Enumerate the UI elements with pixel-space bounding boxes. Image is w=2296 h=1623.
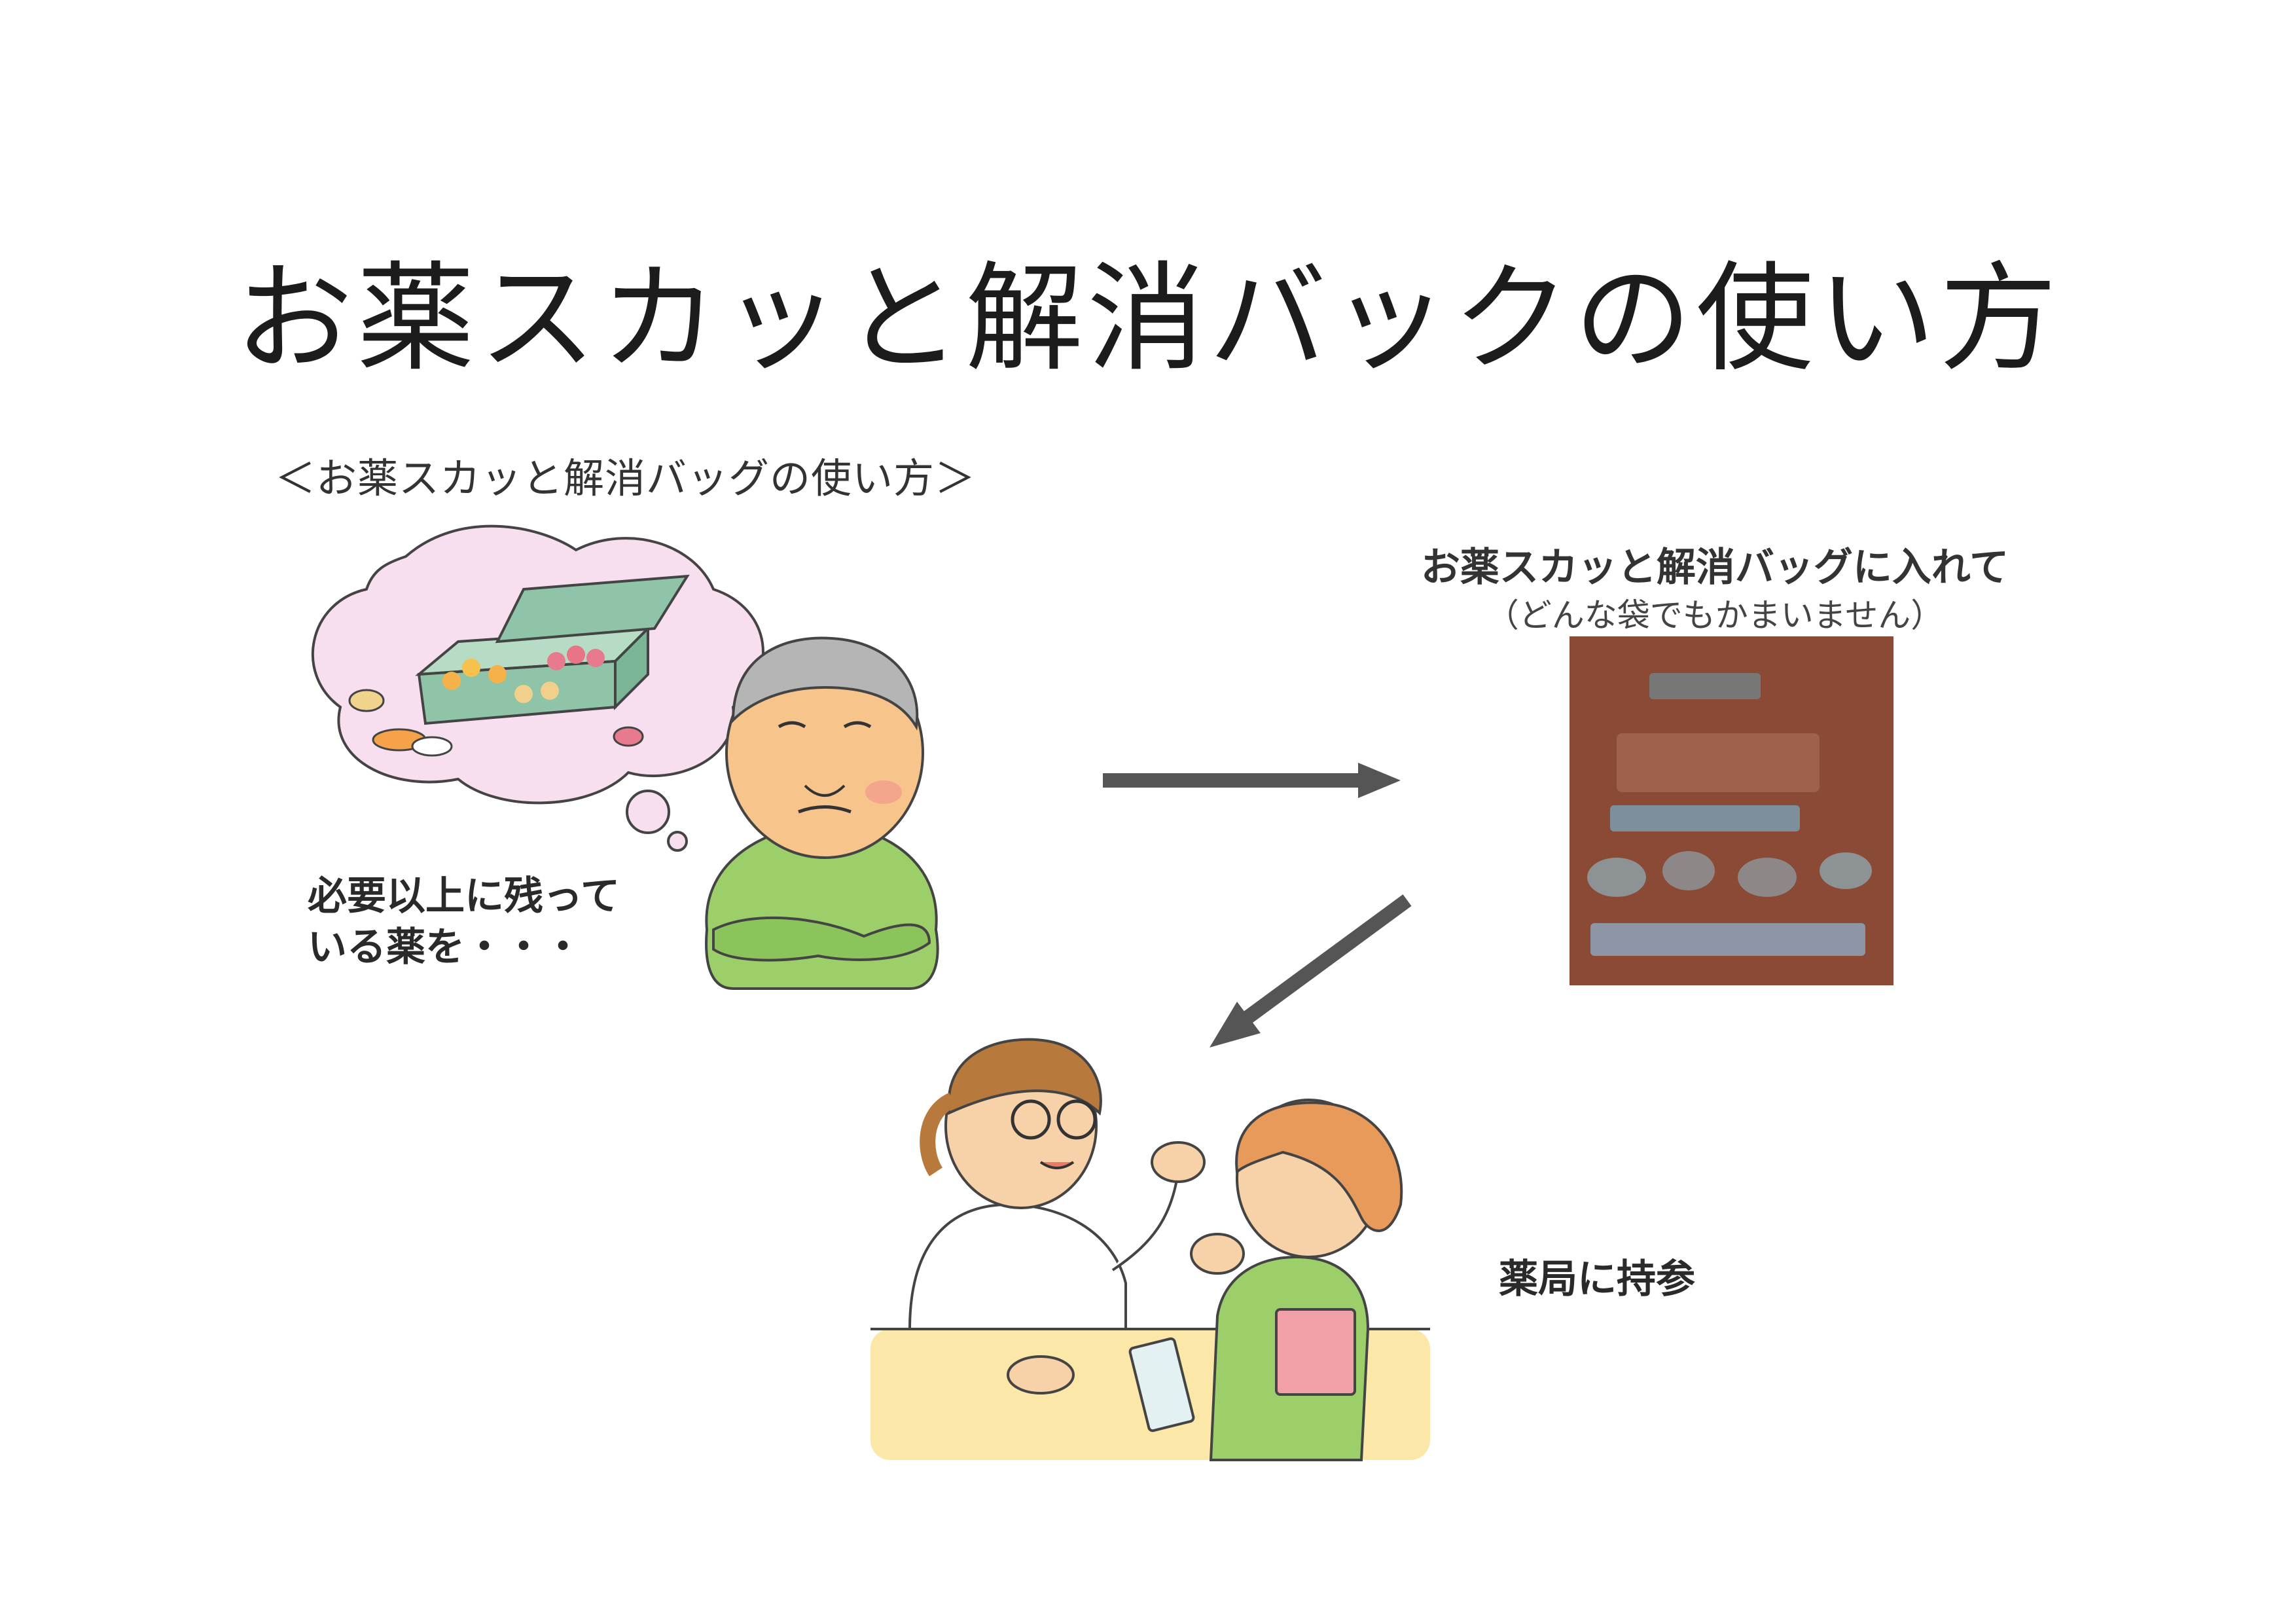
pharmacy-step-label: 薬局に持参 [1499, 1256, 1695, 1302]
bag-step-label: お薬スカッと解消バッグに入れて [1420, 545, 2009, 591]
arrow-down-left-icon [1210, 894, 1412, 1048]
customer-illustration [1128, 1099, 1403, 1461]
arrow-right-icon [1103, 763, 1401, 798]
pill-box-icon [348, 574, 690, 757]
leftover-caption-line-1: 必要以上に残って [308, 873, 620, 919]
medicine-bag-photo [1570, 636, 1893, 985]
page-title: お薬スカッと解消バックの使い方 [234, 251, 2061, 388]
elderly-man-illustration [705, 636, 939, 990]
pharmacist-illustration [908, 1038, 1206, 1395]
section-subtitle: ＜お薬スカッと解消バッグの使い方＞ [275, 454, 977, 502]
bag-step-note: （どんな袋でもかまいません） [1486, 596, 1944, 634]
leftover-caption-line-2: いる薬を・・・ [308, 924, 583, 970]
leftover-medicine-caption: 必要以上に残って いる薬を・・・ [308, 871, 620, 973]
